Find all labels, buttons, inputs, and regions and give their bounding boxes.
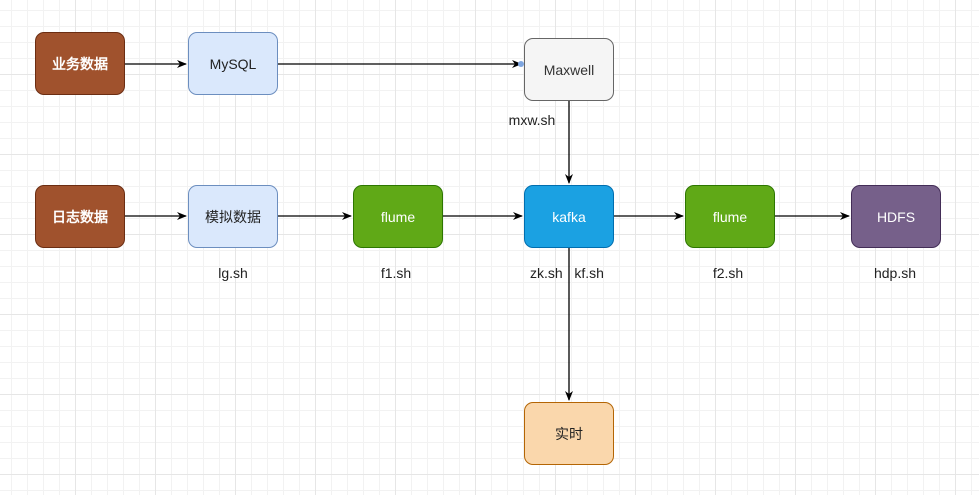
node-label: MySQL (209, 55, 257, 72)
script-label-zk-kf: zk.sh kf.sh (530, 265, 604, 281)
script-label-f2: f2.sh (712, 265, 744, 281)
script-label-hdp: hdp.sh (873, 265, 917, 281)
node-label: 业务数据 (52, 55, 108, 72)
script-label-mxw: mxw.sh (508, 112, 556, 128)
node-label: flume (380, 208, 416, 225)
node-label: kafka (552, 208, 586, 225)
script-label-f1: f1.sh (380, 265, 412, 281)
connection-point (518, 61, 524, 67)
node-label: Maxwell (543, 61, 595, 78)
node-realtime[interactable]: 实时 (524, 402, 614, 465)
node-simulated-data[interactable]: 模拟数据 (188, 185, 278, 248)
node-label: 日志数据 (52, 208, 108, 225)
node-business-data[interactable]: 业务数据 (35, 32, 125, 95)
node-log-data[interactable]: 日志数据 (35, 185, 125, 248)
node-label: 实时 (555, 425, 583, 442)
node-maxwell[interactable]: Maxwell (524, 38, 614, 101)
node-flume-2[interactable]: flume (685, 185, 775, 248)
node-label: HDFS (876, 208, 916, 225)
node-mysql[interactable]: MySQL (188, 32, 278, 95)
script-label-lg: lg.sh (218, 265, 248, 281)
node-flume-1[interactable]: flume (353, 185, 443, 248)
node-hdfs[interactable]: HDFS (851, 185, 941, 248)
node-kafka[interactable]: kafka (524, 185, 614, 248)
node-label: 模拟数据 (205, 208, 261, 225)
node-label: flume (712, 208, 748, 225)
